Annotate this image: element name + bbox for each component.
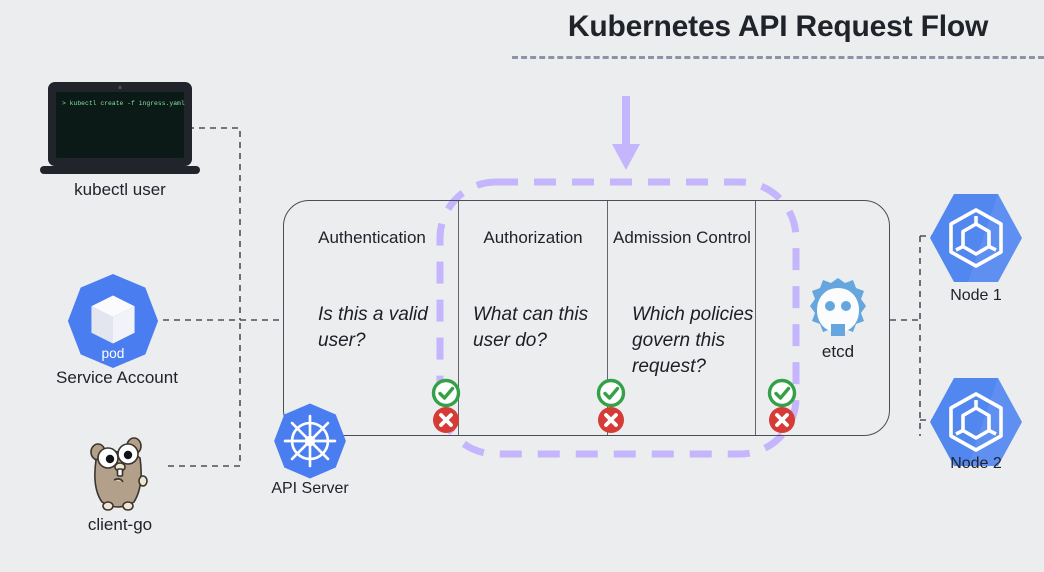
api-request-pipeline-box (283, 200, 890, 436)
page-title: Kubernetes API Request Flow (567, 10, 989, 43)
kubernetes-helm-icon (274, 403, 346, 479)
node-2-label: Node 2 (950, 455, 1002, 472)
stage-heading-authentication: Authentication (318, 228, 426, 247)
check-circle-icon (767, 378, 797, 408)
verdict-pair-authentication (431, 378, 461, 433)
x-circle-icon (598, 407, 624, 433)
title-underline-rule (512, 56, 1044, 59)
service-account-label: Service Account (56, 368, 178, 387)
verdict-pair-authorization (596, 378, 626, 433)
stage-divider-1 (458, 201, 459, 435)
node-1-label: Node 1 (950, 287, 1002, 304)
check-circle-icon (431, 378, 461, 408)
etcd-gear-icon (810, 278, 866, 336)
x-circle-icon (433, 407, 459, 433)
k8s-node-icon (930, 194, 1022, 282)
laptop-icon: > kubectl create -f ingress.yaml (40, 82, 200, 174)
stage-divider-2 (607, 201, 608, 435)
stage-heading-admission-control: Admission Control (613, 228, 751, 247)
client-go-label: client-go (87, 515, 153, 534)
incoming-request-arrow (612, 96, 640, 170)
stage-question-admission-control: Which policies govern this request? (632, 304, 754, 377)
stage-heading-authorization: Authorization (483, 228, 583, 247)
kubectl-user-label: kubectl user (74, 180, 166, 199)
stage-question-authorization: What can this user do? (473, 304, 589, 351)
x-circle-icon (769, 407, 795, 433)
etcd-label: etcd (821, 342, 855, 361)
check-circle-icon (596, 378, 626, 408)
k8s-node-icon (930, 378, 1022, 466)
terminal-command-text: > kubectl create -f ingress.yaml (62, 100, 185, 107)
stage-question-authentication: Is this a valid user? (318, 304, 428, 351)
verdict-pair-admission-control (767, 378, 797, 433)
title-block: Kubernetes API Request Flow (512, 8, 1044, 59)
pod-icon-caption: pod (102, 346, 125, 361)
go-gopher-icon (90, 437, 148, 511)
api-server-label: API Server (271, 480, 349, 497)
stage-divider-3 (755, 201, 756, 435)
pod-icon: pod (67, 273, 159, 369)
admission-chain-dashed-outline (436, 178, 800, 458)
